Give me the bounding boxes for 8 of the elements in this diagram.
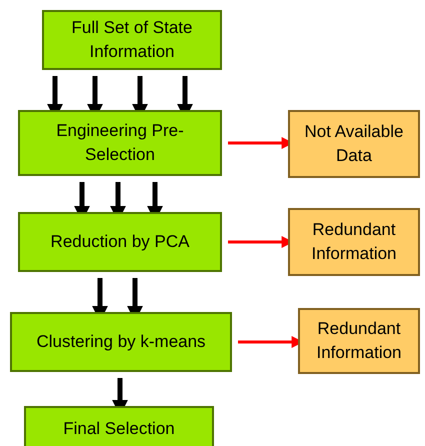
output-box: Not Available Data <box>288 110 420 178</box>
process-box: Clustering by k-means <box>10 312 232 372</box>
process-box: Engineering Pre-Selection <box>18 110 222 176</box>
process-box: Final Selection <box>24 406 214 446</box>
process-box: Full Set of State Information <box>42 10 222 70</box>
output-box: Redundant Information <box>298 308 420 374</box>
output-box: Redundant Information <box>288 208 420 276</box>
process-box: Reduction by PCA <box>18 212 222 272</box>
